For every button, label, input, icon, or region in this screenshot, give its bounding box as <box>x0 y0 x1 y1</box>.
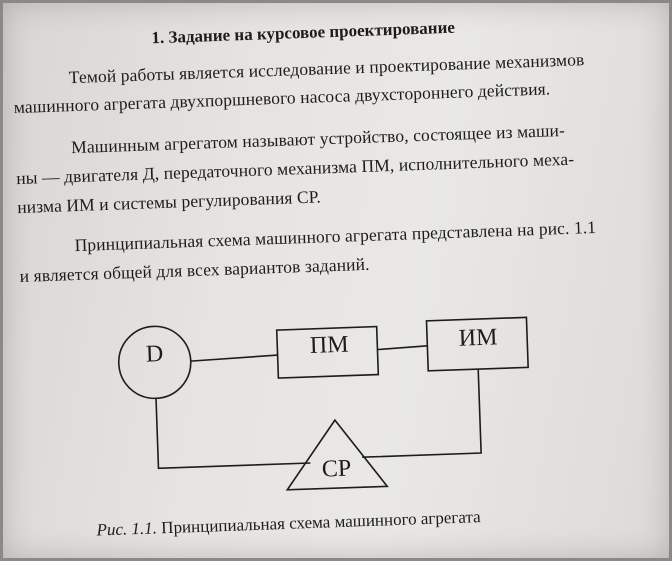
regulator-node-label: СР <box>321 455 352 483</box>
section-title: 1. Задание на курсовое проектирование <box>151 17 456 48</box>
transmission-node-box <box>275 325 380 379</box>
transmission-node-label: ПМ <box>309 331 350 359</box>
figure-caption-text: Принципиальная схема машинного агрегата <box>156 507 481 538</box>
connector-d-sr <box>155 398 311 470</box>
executive-node-label: ИМ <box>458 324 498 352</box>
schematic-diagram: D ПМ ИМ СР <box>111 305 537 510</box>
paragraph-line: и является общей для всех вариантов зада… <box>19 253 370 287</box>
paragraph-line: низма ИМ и системы регулирования СР. <box>16 186 322 218</box>
connector-pm-im <box>377 345 428 351</box>
figure-caption: Рис. 1.1. Принципиальная схема машинного… <box>96 507 481 540</box>
regulator-node-triangle <box>285 418 389 491</box>
paragraph-line: Принципиальная схема машинного агрегата … <box>74 216 597 256</box>
connector-d-pm <box>190 354 278 362</box>
figure-caption-number: Рис. 1.1. <box>96 518 158 540</box>
connector-im-sr <box>362 369 482 458</box>
engine-node-label: D <box>145 341 164 368</box>
diagram-canvas <box>117 316 529 491</box>
